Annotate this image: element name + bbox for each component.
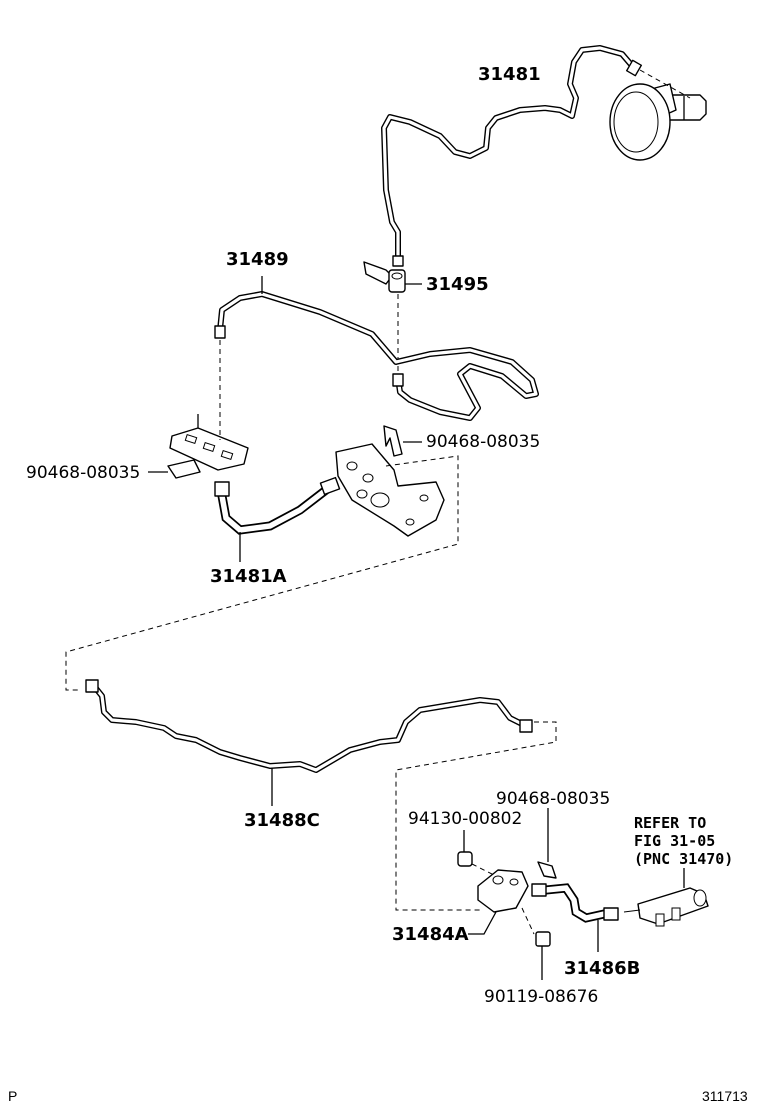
- tube-31489: [214, 276, 539, 421]
- tube-31488C: [85, 679, 533, 806]
- dash-31488C-section: [395, 721, 557, 911]
- clamp-31495: [363, 261, 422, 293]
- clip-90468-lower: [537, 808, 557, 879]
- tube-31481: [381, 45, 643, 267]
- bolt-90119: [535, 931, 551, 980]
- hose-31486B: [531, 883, 619, 952]
- nut-94130: [457, 830, 473, 867]
- label-90468-upper: 90468-08035: [426, 432, 540, 452]
- label-31488C: 31488C: [244, 810, 320, 831]
- bracket-left: [169, 414, 249, 471]
- dash-31481A-section: [65, 455, 459, 691]
- hose-31481A: [214, 476, 341, 562]
- label-31481: 31481: [478, 64, 541, 85]
- label-31481A: 31481A: [210, 566, 287, 587]
- footer-left-code: P: [8, 1088, 17, 1104]
- note-refer-line3: (PNC 31470): [634, 850, 733, 868]
- clip-90468-upper: [383, 425, 422, 457]
- note-refer-line2: FIG 31-05: [634, 832, 715, 850]
- mounting-bracket-plate: [335, 443, 445, 537]
- label-31495: 31495: [426, 274, 489, 295]
- label-31486B: 31486B: [564, 958, 640, 979]
- release-cylinder: [623, 868, 709, 927]
- label-90468-lower: 90468-08035: [496, 789, 610, 809]
- label-94130: 94130-00802: [408, 809, 522, 829]
- dash-31481-to-cylinder: [639, 69, 691, 99]
- clip-90468-left: [148, 459, 201, 479]
- label-90468-left: 90468-08035: [26, 463, 140, 483]
- footer-figure-number: 311713: [702, 1088, 748, 1104]
- bracket-31484A: [468, 869, 529, 935]
- label-31484A: 31484A: [392, 924, 469, 945]
- note-refer-line1: REFER TO: [634, 814, 706, 832]
- label-90119: 90119-08676: [484, 987, 598, 1007]
- dash-bolt-to-bracket: [521, 907, 535, 935]
- label-31489: 31489: [226, 249, 289, 270]
- clutch-master-cylinder: [609, 83, 707, 161]
